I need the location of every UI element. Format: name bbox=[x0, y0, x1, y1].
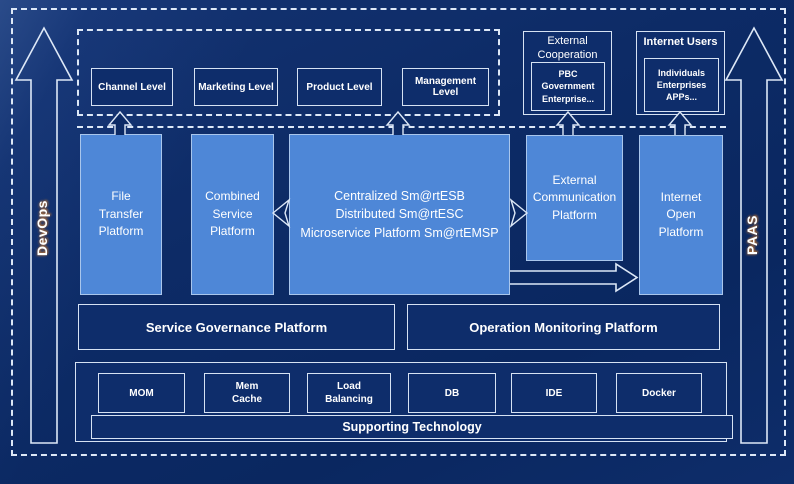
level-box-marketing: Marketing Level bbox=[194, 68, 278, 106]
right-arrow-esb-to-external-communication bbox=[509, 198, 529, 228]
up-arrow-internet-open-to-users bbox=[667, 110, 693, 135]
tech-box-ide: IDE bbox=[511, 373, 597, 413]
level-label: Management Level bbox=[414, 76, 477, 98]
supporting-technology-label: Supporting Technology bbox=[342, 420, 482, 434]
tech-label: Mem Cache bbox=[231, 381, 262, 405]
devops-up-arrow bbox=[14, 26, 74, 444]
devops-label: DevOps bbox=[34, 200, 50, 256]
left-arrow-esb-to-combined-service bbox=[271, 198, 291, 228]
tech-box-load-balancing: Load Balancing bbox=[307, 373, 391, 413]
up-arrow-external-communication-to-cooperation bbox=[555, 110, 581, 135]
paas-label: PAAS bbox=[744, 215, 760, 255]
tech-label: MOM bbox=[129, 387, 154, 399]
platform-label: External Communication Platform bbox=[532, 172, 617, 222]
external-cooperation-members: PBC Government Enterprise... bbox=[531, 62, 605, 111]
tech-box-docker: Docker bbox=[616, 373, 702, 413]
level-label: Marketing Level bbox=[198, 81, 274, 93]
level-box-product: Product Level bbox=[297, 68, 382, 106]
platform-file-transfer: File Transfer Platform bbox=[80, 134, 162, 295]
governance-label: Service Governance Platform bbox=[145, 319, 328, 335]
monitoring-label: Operation Monitoring Platform bbox=[469, 319, 658, 335]
paas-up-arrow bbox=[724, 26, 784, 444]
service-governance-platform: Service Governance Platform bbox=[78, 304, 395, 350]
platform-combined-service: Combined Service Platform bbox=[191, 134, 274, 295]
outer-boundary bbox=[11, 8, 786, 456]
external-cooperation-title: External Cooperation bbox=[537, 35, 598, 61]
tech-label: Load Balancing bbox=[325, 381, 373, 405]
tech-box-mem-cache: Mem Cache bbox=[204, 373, 290, 413]
internet-users-members: Individuals Enterprises APPs... bbox=[644, 58, 719, 112]
supporting-technology-group: MOM Mem Cache Load Balancing DB IDE Dock… bbox=[75, 362, 733, 442]
level-box-channel: Channel Level bbox=[91, 68, 173, 106]
platform-label: Internet Open Platform bbox=[658, 189, 704, 239]
platform-external-communication: External Communication Platform bbox=[526, 135, 623, 261]
tech-label: Docker bbox=[642, 387, 676, 399]
up-arrow-file-transfer-to-levels bbox=[107, 110, 133, 135]
tech-label: IDE bbox=[545, 387, 563, 399]
operation-monitoring-platform: Operation Monitoring Platform bbox=[407, 304, 720, 350]
tech-box-db: DB bbox=[408, 373, 496, 413]
up-arrow-esb-to-levels bbox=[385, 110, 411, 135]
internet-users-title: Internet Users bbox=[643, 36, 718, 48]
platform-label: Combined Service Platform bbox=[205, 189, 260, 239]
tech-label: DB bbox=[444, 387, 460, 399]
level-label: Channel Level bbox=[98, 81, 166, 93]
external-cooperation-group: External Cooperation PBC Government Ente… bbox=[523, 31, 612, 115]
level-label: Product Level bbox=[306, 81, 373, 93]
platform-label: File Transfer Platform bbox=[98, 189, 144, 239]
right-arrow-esb-to-internet-open bbox=[510, 262, 639, 293]
business-levels-group bbox=[77, 29, 500, 116]
platform-internet-open: Internet Open Platform bbox=[639, 135, 723, 295]
level-box-management: Management Level bbox=[402, 68, 489, 106]
tech-box-mom: MOM bbox=[98, 373, 185, 413]
platform-label: Centralized Sm@rtESB Distributed Sm@rtES… bbox=[300, 189, 499, 240]
supporting-technology-bar: Supporting Technology bbox=[91, 415, 733, 439]
